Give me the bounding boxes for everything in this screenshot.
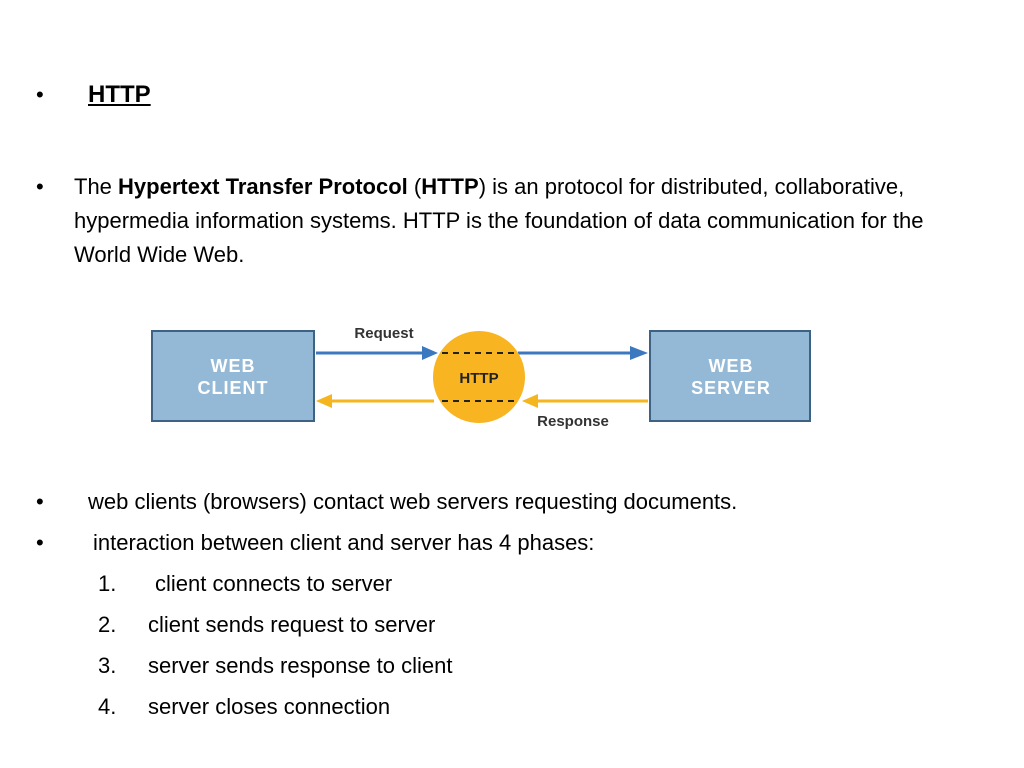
bullet-clients: • xyxy=(36,489,44,514)
response-arrowhead-right xyxy=(522,394,538,408)
response-arrowhead-left xyxy=(316,394,332,408)
phase-text-3: server sends response to client xyxy=(148,653,453,678)
request-arrowhead-right xyxy=(630,346,648,360)
web-client-box xyxy=(151,330,315,422)
intro-paren-close: ) xyxy=(478,174,487,199)
intro-term: Hypertext Transfer Protocol xyxy=(118,174,408,199)
phase-number-3: 3. xyxy=(98,653,117,678)
request-label: Request xyxy=(354,325,413,342)
phase-text-2: client sends request to server xyxy=(148,612,436,637)
intro-rest: is an protocol for distributed, collabor… xyxy=(74,174,924,267)
request-arrowhead-left xyxy=(422,346,438,360)
bullet-intro: • xyxy=(36,174,44,199)
phase-text-4: server closes connection xyxy=(148,694,391,719)
phase-text-1: client connects to server xyxy=(155,571,393,596)
slide-title: HTTP xyxy=(88,81,151,108)
phase-number-4: 4. xyxy=(98,694,117,719)
phase-number-1: 1. xyxy=(98,571,117,596)
http-circle-label: HTTP xyxy=(459,370,498,387)
web-client-label-line1: WEB xyxy=(211,356,256,376)
bullet-clients-text: web clients (browsers) contact web serve… xyxy=(88,489,738,514)
bullet-interaction-text: interaction between client and server ha… xyxy=(93,530,595,555)
response-label: Response xyxy=(537,413,609,430)
intro-paren-open: ( xyxy=(407,174,422,199)
intro-abbr: HTTP xyxy=(421,174,479,199)
intro-paragraph: The Hypertext Transfer Protocol (HTTP) i… xyxy=(74,170,954,272)
bullet-heading: • xyxy=(36,82,44,107)
web-server-label-line1: WEB xyxy=(709,356,754,376)
http-diagram: WEB CLIENT WEB SERVER Request Response H… xyxy=(151,325,811,430)
web-server-box xyxy=(649,330,811,422)
phase-number-2: 2. xyxy=(98,612,117,637)
intro-pre: The xyxy=(74,174,119,199)
web-client-label-line2: CLIENT xyxy=(198,378,269,398)
bullet-interaction: • xyxy=(36,530,44,555)
web-server-label-line2: SERVER xyxy=(691,378,771,398)
